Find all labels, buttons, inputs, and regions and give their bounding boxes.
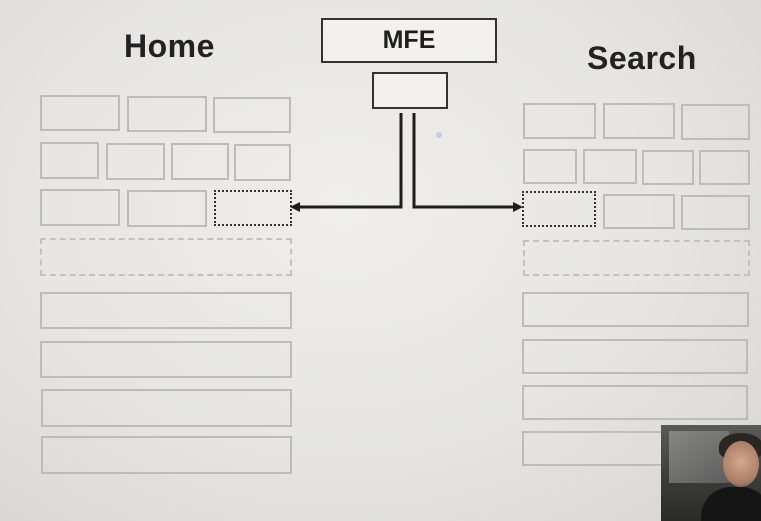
search-row <box>522 431 667 466</box>
search-block <box>681 104 750 140</box>
search-block <box>603 103 675 139</box>
connector-to-search <box>412 113 514 209</box>
mfe-box: MFE <box>321 18 497 63</box>
search-row <box>522 292 749 327</box>
search-row <box>522 339 748 374</box>
home-block <box>106 143 165 180</box>
home-row <box>41 436 292 474</box>
home-block <box>234 144 291 181</box>
home-dashed-band <box>40 238 292 276</box>
home-block <box>40 142 99 179</box>
presenter-webcam-icon <box>661 425 761 521</box>
home-block <box>127 190 207 227</box>
connector-to-home <box>298 113 403 209</box>
home-block <box>40 95 120 131</box>
home-row <box>40 292 292 329</box>
home-block <box>171 143 229 180</box>
mfe-slot <box>372 72 448 109</box>
search-title: Search <box>587 40 697 76</box>
home-row <box>41 389 292 427</box>
search-dashed-band <box>523 240 750 276</box>
search-block <box>583 149 637 184</box>
cursor-dot <box>436 132 442 138</box>
home-block <box>213 97 291 133</box>
search-row <box>522 385 748 420</box>
mfe-label: MFE <box>382 26 436 54</box>
arrow-to-search-icon <box>513 202 523 212</box>
search-block <box>523 103 596 139</box>
arrow-to-home-icon <box>290 202 300 212</box>
search-block <box>523 149 577 184</box>
home-row <box>40 341 292 378</box>
home-block <box>40 189 120 226</box>
search-block <box>699 150 750 185</box>
search-block <box>603 194 675 229</box>
search-mfe-slot <box>522 191 596 227</box>
home-title: Home <box>124 28 215 64</box>
search-block <box>642 150 694 185</box>
home-block <box>127 96 207 132</box>
search-block <box>681 195 750 230</box>
home-mfe-slot <box>214 190 292 226</box>
